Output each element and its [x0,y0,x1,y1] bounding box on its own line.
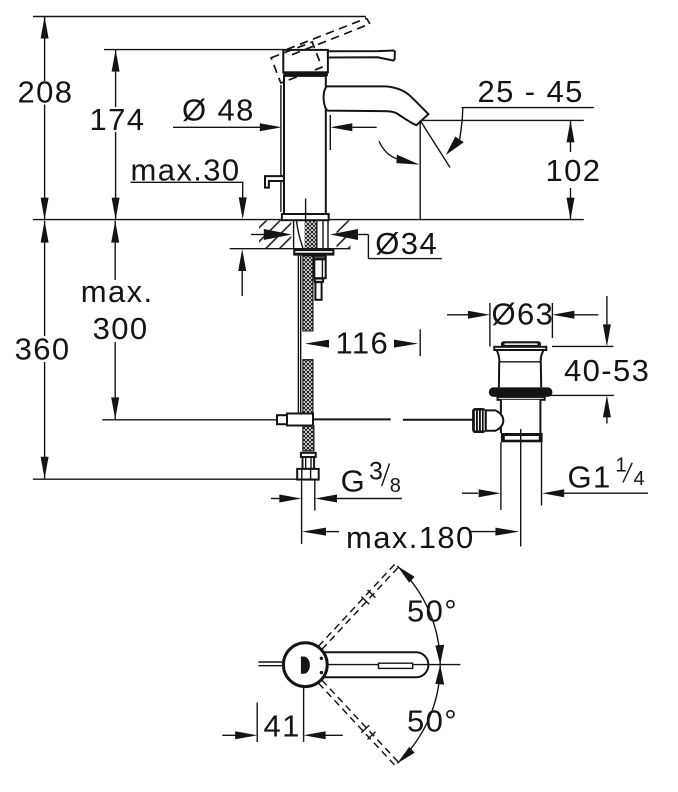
svg-text:40-53: 40-53 [564,353,650,388]
svg-text:50°: 50° [407,703,458,738]
svg-text:Ø 48: Ø 48 [182,92,255,127]
svg-text:max.180: max.180 [346,520,475,555]
svg-text:G: G [341,463,367,498]
svg-text:208: 208 [18,74,74,109]
svg-text:116: 116 [336,325,390,360]
svg-text:50°: 50° [407,593,458,628]
svg-text:Ø34: Ø34 [375,226,438,261]
svg-text:41: 41 [264,709,301,744]
svg-text:300: 300 [93,311,149,346]
svg-text:174: 174 [90,102,146,137]
svg-text:3: 3 [369,458,383,486]
svg-text:max.: max. [81,274,154,309]
svg-text:1: 1 [616,454,627,476]
svg-text:25 - 45: 25 - 45 [478,74,584,109]
svg-text:max.30: max.30 [131,152,241,187]
svg-text:4: 4 [634,468,645,490]
svg-text:G1: G1 [568,460,612,495]
svg-text:102: 102 [546,153,602,188]
svg-text:360: 360 [15,332,71,367]
svg-text:8: 8 [390,475,401,497]
svg-text:Ø63: Ø63 [492,297,555,332]
